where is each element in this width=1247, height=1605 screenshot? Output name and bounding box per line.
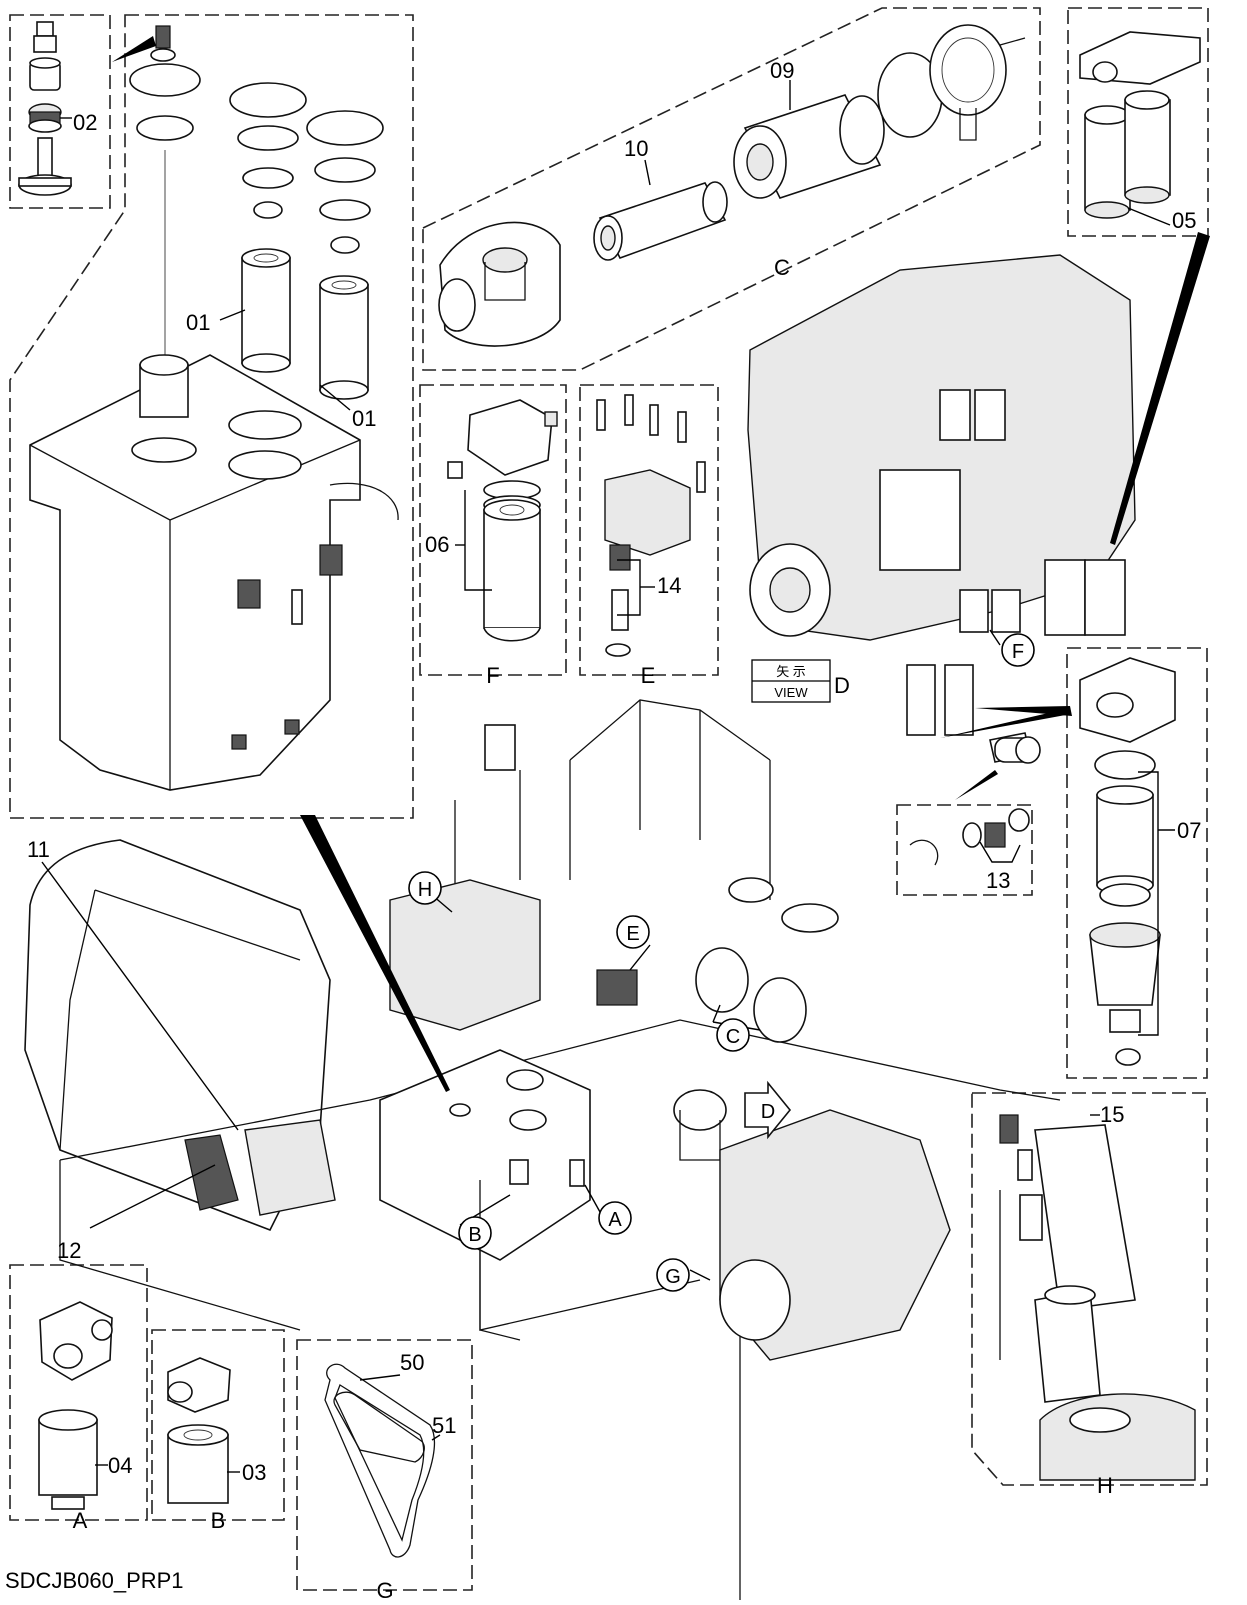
part-number-labels: 02 01 01 09 10 05 06 14 07 13 15 11 12 0… xyxy=(27,58,1201,1485)
air-cleaner-detail xyxy=(438,24,1026,347)
detail-tag-e: E xyxy=(641,663,656,688)
callout-circles: H E C D B A G F xyxy=(408,633,1035,1292)
callout-h-circle xyxy=(408,871,442,905)
frame-air-cleaner xyxy=(422,7,1041,371)
frame-B xyxy=(151,1329,285,1521)
label-part-01-a: 01 xyxy=(186,310,210,335)
callout-e-circle xyxy=(616,915,650,949)
frame-H xyxy=(971,1092,1208,1486)
callout-b-circle xyxy=(458,1216,492,1250)
part-07-fuel-prefilter-detail xyxy=(1079,657,1176,1066)
part-13-fuel-pump-detail xyxy=(909,736,1041,866)
machine-overview xyxy=(24,699,1061,1600)
frame-E xyxy=(579,384,719,676)
drawing-id: SDCJB060_PRP1 xyxy=(5,1568,184,1593)
detail-tag-h: H xyxy=(1097,1473,1113,1498)
label-part-09: 09 xyxy=(770,58,794,83)
callout-g: G xyxy=(665,1266,681,1288)
callout-g-circle xyxy=(656,1258,690,1292)
view-label-en: VIEW xyxy=(774,685,808,700)
connection-leaders xyxy=(41,36,1210,1473)
detail-frames xyxy=(9,7,1209,1591)
label-part-13: 13 xyxy=(986,868,1010,893)
detail-tags: C F E A B G H xyxy=(73,255,1113,1603)
callout-e: E xyxy=(626,923,639,945)
label-part-12: 12 xyxy=(57,1238,81,1263)
part-04-filter-a-detail xyxy=(38,1301,113,1510)
part-50-51-belts xyxy=(324,1363,436,1558)
callout-d: D xyxy=(761,1101,775,1123)
detail-tag-c: C xyxy=(774,255,790,280)
part-02-breather-assembly xyxy=(18,21,72,196)
label-part-07: 07 xyxy=(1177,818,1201,843)
detail-tag-g: G xyxy=(376,1578,393,1600)
view-d-box: 矢 示 VIEW D xyxy=(751,659,850,703)
label-part-51: 51 xyxy=(432,1413,456,1438)
frame-F xyxy=(419,384,567,676)
callout-h: H xyxy=(418,879,432,901)
detail-tag-f: F xyxy=(486,663,499,688)
part-15-urea-detail xyxy=(999,1114,1196,1481)
view-label-cn: 矢 示 xyxy=(776,664,806,679)
frame-05 xyxy=(1067,7,1209,237)
callout-f: F xyxy=(1012,641,1024,663)
label-part-14: 14 xyxy=(657,573,681,598)
part-05-filter-pair xyxy=(1079,31,1201,219)
label-part-10: 10 xyxy=(624,136,648,161)
view-letter: D xyxy=(834,673,850,698)
part-14-injector-detail xyxy=(596,394,706,657)
callout-c-circle xyxy=(716,1018,750,1052)
label-part-11: 11 xyxy=(27,837,50,862)
detail-tag-a: A xyxy=(73,1508,88,1533)
label-part-15: 15 xyxy=(1100,1102,1124,1127)
hydraulic-tank-detail xyxy=(29,25,399,791)
part-03-filter-b-detail xyxy=(167,1357,231,1504)
label-part-05: 05 xyxy=(1172,208,1196,233)
frame-13 xyxy=(896,804,1033,896)
label-part-50: 50 xyxy=(400,1350,424,1375)
frame-G xyxy=(296,1339,473,1591)
detail-tag-b: B xyxy=(211,1508,226,1533)
label-part-01-b: 01 xyxy=(352,406,376,431)
callout-a-circle xyxy=(598,1201,632,1235)
frame-02 xyxy=(9,14,111,209)
callout-f-circle xyxy=(1001,633,1035,667)
label-part-02: 02 xyxy=(73,110,97,135)
label-part-04: 04 xyxy=(108,1453,132,1478)
frame-tank-filters xyxy=(9,14,414,819)
callout-a: A xyxy=(608,1209,622,1231)
callout-c: C xyxy=(726,1026,740,1048)
part-06-fuel-filter-detail xyxy=(447,399,558,642)
label-part-06: 06 xyxy=(425,532,449,557)
callout-b: B xyxy=(468,1224,481,1246)
frame-07 xyxy=(1066,647,1208,1079)
label-part-03: 03 xyxy=(242,1460,266,1485)
